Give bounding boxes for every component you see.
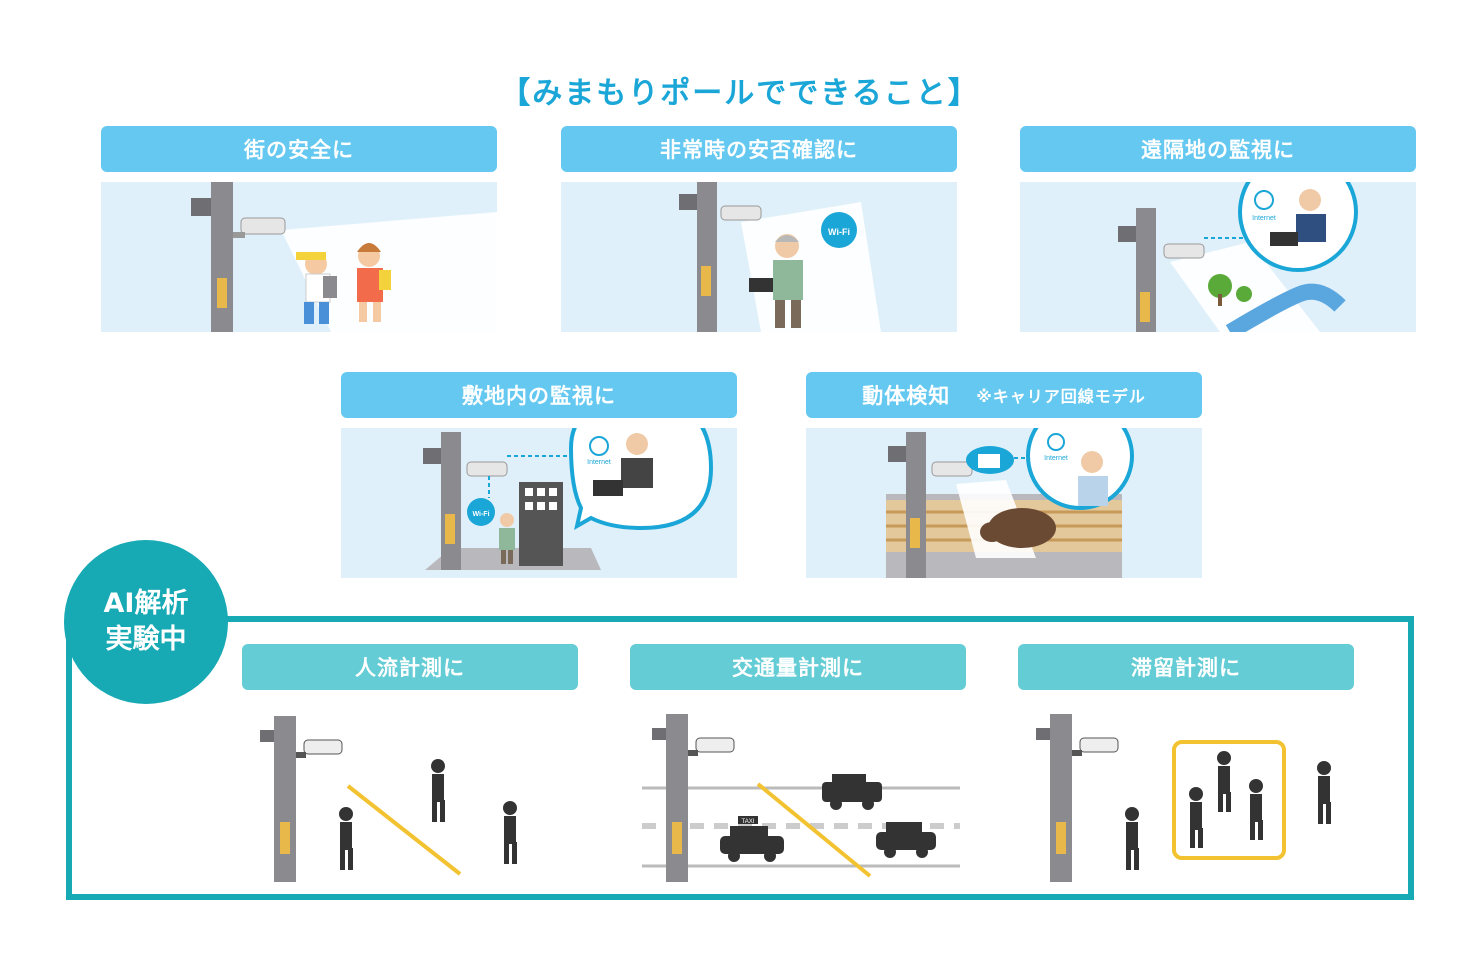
security-camera-icon	[1163, 243, 1205, 259]
car-icon	[876, 822, 936, 858]
standing-person-icon	[1249, 779, 1263, 840]
utility-pole	[274, 716, 296, 882]
street-safety-illustration	[101, 182, 497, 332]
dwell-area-box	[1172, 740, 1286, 860]
panel-label-text: 敷地内の監視に	[462, 384, 616, 408]
utility-pole	[1050, 714, 1072, 882]
traffic-volume-illustration: TAXI	[630, 706, 966, 882]
utility-pole	[697, 182, 717, 332]
globe-icon: Internet	[587, 436, 611, 466]
security-camera-icon	[1072, 737, 1119, 756]
wifi-icon: Wi-Fi	[467, 498, 495, 526]
page-title: 【みまもりポールでできること】	[500, 76, 980, 111]
suv-icon	[822, 774, 882, 810]
security-camera-icon	[296, 739, 343, 758]
child-girl-icon	[357, 243, 391, 322]
ai-badge-line1: AI解析	[103, 588, 189, 619]
pedestrian-icon	[339, 807, 353, 870]
utility-pole	[666, 714, 688, 882]
tree-icon	[1208, 274, 1252, 306]
panel-label-text: 非常時の安否確認に	[660, 138, 858, 162]
emergency-check-illustration: Wi-Fi	[561, 182, 957, 332]
wifi-text: Wi-Fi	[828, 227, 850, 237]
elderly-person-icon	[499, 513, 515, 564]
globe-icon: Internet	[1044, 433, 1068, 462]
counting-line	[346, 784, 462, 876]
security-camera-icon	[688, 737, 735, 756]
counting-line	[756, 782, 872, 878]
cloud-mail-icon	[966, 446, 1014, 474]
elderly-person-icon	[749, 234, 803, 328]
security-camera-icon	[233, 217, 286, 238]
internet-text: Internet	[587, 459, 611, 466]
pedestrian-icon	[1317, 761, 1331, 824]
ai-analysis-frame	[66, 616, 1414, 900]
panel-label-text: 遠隔地の監視に	[1141, 138, 1295, 162]
premises-monitoring-illustration: Wi-Fi Internet	[341, 428, 737, 578]
security-camera-icon	[466, 461, 508, 477]
panel-label-text: 動体検知	[862, 384, 951, 408]
remote-monitoring-illustration: Internet	[1020, 182, 1416, 332]
internet-text: Internet	[1044, 455, 1068, 462]
ai-label-text: 滞留計測に	[1131, 656, 1241, 680]
pedestrian-icon	[431, 759, 445, 822]
wild-boar-icon	[980, 508, 1056, 548]
standing-person-icon	[1189, 787, 1203, 848]
person-phone-icon	[1078, 451, 1108, 506]
standing-person-icon	[1217, 751, 1231, 812]
child-boy-icon	[296, 252, 337, 324]
ai-label-text: 交通量計測に	[732, 656, 864, 680]
panel-label-remote-monitoring: 遠隔地の監視に	[1020, 126, 1416, 172]
operator-icon	[593, 433, 653, 496]
security-camera-icon	[720, 205, 762, 221]
carrier-line-note: ※キャリア回線モデル	[976, 387, 1146, 406]
taxi-icon: TAXI	[720, 816, 784, 862]
globe-icon: Internet	[1252, 190, 1276, 222]
panel-label-text: 街の安全に	[244, 138, 354, 162]
panel-label-street-safety: 街の安全に	[101, 126, 497, 172]
panel-label-premises-monitoring: 敷地内の監視に	[341, 372, 737, 418]
taxi-text: TAXI	[742, 819, 755, 825]
river-shape	[1225, 283, 1346, 332]
wifi-icon: Wi-Fi	[821, 212, 857, 248]
ai-label-traffic-volume: 交通量計測に	[630, 644, 966, 690]
ai-badge-line2: 実験中	[105, 624, 187, 655]
pedestrian-icon	[503, 801, 517, 864]
pedestrian-icon	[1125, 807, 1139, 870]
panel-label-emergency-check: 非常時の安否確認に	[561, 126, 957, 172]
ai-label-text: 人流計測に	[355, 656, 465, 680]
utility-pole	[906, 432, 926, 578]
panel-label-motion-detection: 動体検知 ※キャリア回線モデル	[806, 372, 1202, 418]
wifi-text: Wi-Fi	[472, 511, 489, 518]
ai-label-dwell-measurement: 滞留計測に	[1018, 644, 1354, 690]
dwell-measurement-illustration	[1018, 706, 1354, 882]
internet-text: Internet	[1252, 215, 1276, 222]
utility-pole	[441, 432, 461, 570]
people-flow-illustration	[242, 706, 578, 882]
security-camera-icon	[931, 461, 973, 477]
motion-detection-illustration: Internet	[806, 428, 1202, 578]
operator-icon	[1270, 189, 1326, 246]
ai-experiment-badge: AI解析 実験中	[64, 540, 228, 704]
utility-pole	[211, 182, 233, 332]
ai-label-people-flow: 人流計測に	[242, 644, 578, 690]
